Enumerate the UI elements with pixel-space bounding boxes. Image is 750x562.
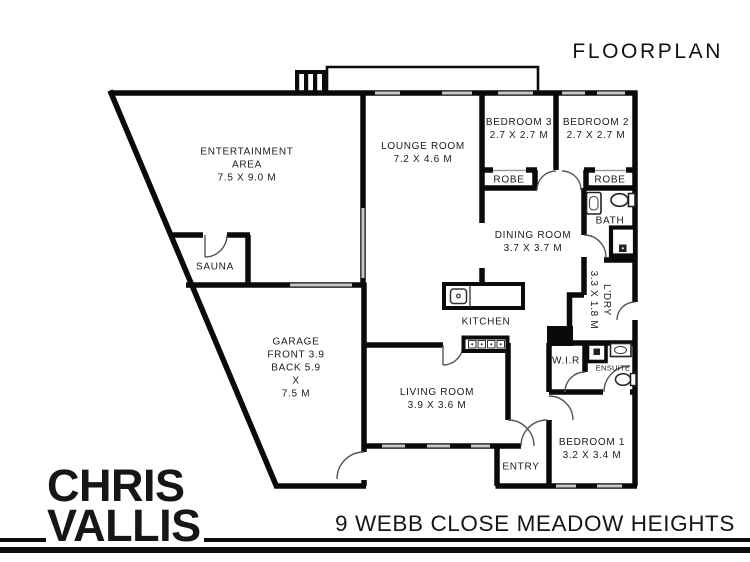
patio-outline [325,65,540,93]
room-label-line: BEDROOM 2 [562,117,630,128]
room-label-line: X [292,375,300,387]
room-label-wir: W.I.R [552,355,580,368]
room-label-line: L'DRY [601,284,612,316]
room-label-line: DINING ROOM [494,230,572,241]
room-label-line: 3.3 X 1.8 M [588,270,599,330]
room-label-line: SAUNA [196,261,234,273]
agent-line2: VALLIS [47,500,201,551]
room-label-line: 7.2 X 4.6 M [393,154,453,165]
room-label-line: 3.7 X 3.7 M [503,243,563,254]
door-arcs [204,170,636,480]
room-label-line: BACK 5.9 [271,362,321,374]
room-label-dining: DINING ROOM 3.7 X 3.7 M [495,229,572,255]
room-label-kitchen: KITCHEN [462,316,511,329]
room-label-line: 2.7 X 2.7 M [489,130,549,141]
room-label-line: 2.7 X 2.7 M [566,130,626,141]
property-address: 9 WEBB CLOSE MEADOW HEIGHTS [334,511,735,536]
room-label-entry: ENTRY [502,461,539,474]
room-label-bedroom3: BEDROOM 3 2.7 X 2.7 M [486,116,552,142]
room-label-line: KITCHEN [461,316,511,328]
room-label-line: GARAGE [272,336,320,348]
divider-line-thin-right [204,538,750,542]
room-label-bedroom2: BEDROOM 2 2.7 X 2.7 M [563,116,629,142]
chimney-icon [295,70,327,95]
room-label-line: ROBE [594,174,626,186]
room-label-living: LIVING ROOM 3.9 X 3.6 M [400,386,474,412]
bath-toilet-icon [610,192,636,208]
ensuite-shower-icon [585,342,608,364]
room-label-line: BEDROOM 3 [485,117,553,128]
room-label-line: BEDROOM 1 [558,437,626,448]
shower-icon [608,225,638,258]
room-label-line: 7.5 X 9.0 M [217,172,277,184]
page-title: FLOORPLAN [572,40,723,63]
wall-fill-block [547,326,573,346]
room-label-line: LIVING ROOM [399,387,475,398]
bath-sink-icon [585,191,602,215]
room-label-line: W.I.R [552,355,580,367]
room-label-line: ENSUITE [595,363,631,373]
room-label-sauna: SAUNA [196,261,234,274]
walls [107,89,638,489]
ensuite-toilet-icon [614,372,637,387]
room-label-line: LOUNGE ROOM [381,141,465,152]
room-label-bath: BATH [596,215,625,228]
room-label-line: 3.9 X 3.6 M [407,400,467,411]
ensuite-vanity-icon [609,342,632,358]
room-label-bedroom1: BEDROOM 1 3.2 X 3.4 M [559,436,625,462]
stove-icon [461,335,510,353]
divider-line-thin-left [0,538,46,542]
room-label-robe-bedroom2: ROBE [594,174,625,187]
room-label-line: 7.5 M [281,388,311,400]
room-label-lounge: LOUNGE ROOM 7.2 X 4.6 M [381,140,465,166]
agent-line1: CHRIS [47,460,185,511]
kitchen-bench-icon [442,282,525,310]
agent-name: CHRIS VALLIS [47,460,201,551]
windows [290,91,625,488]
room-label-line: FRONT 3.9 [267,349,325,361]
room-label-line: ENTERTAINMENT [200,146,294,158]
room-label-line: AREA [231,159,263,171]
divider-line-thick [0,547,750,553]
room-label-line: ROBE [493,174,525,186]
room-label-robe-bedroom3: ROBE [493,174,524,187]
room-label-line: BATH [595,215,625,227]
room-label-line: ENTRY [502,461,540,473]
room-label-line: 3.2 X 3.4 M [562,450,622,461]
room-label-ensuite: ENSUITE [596,364,631,373]
